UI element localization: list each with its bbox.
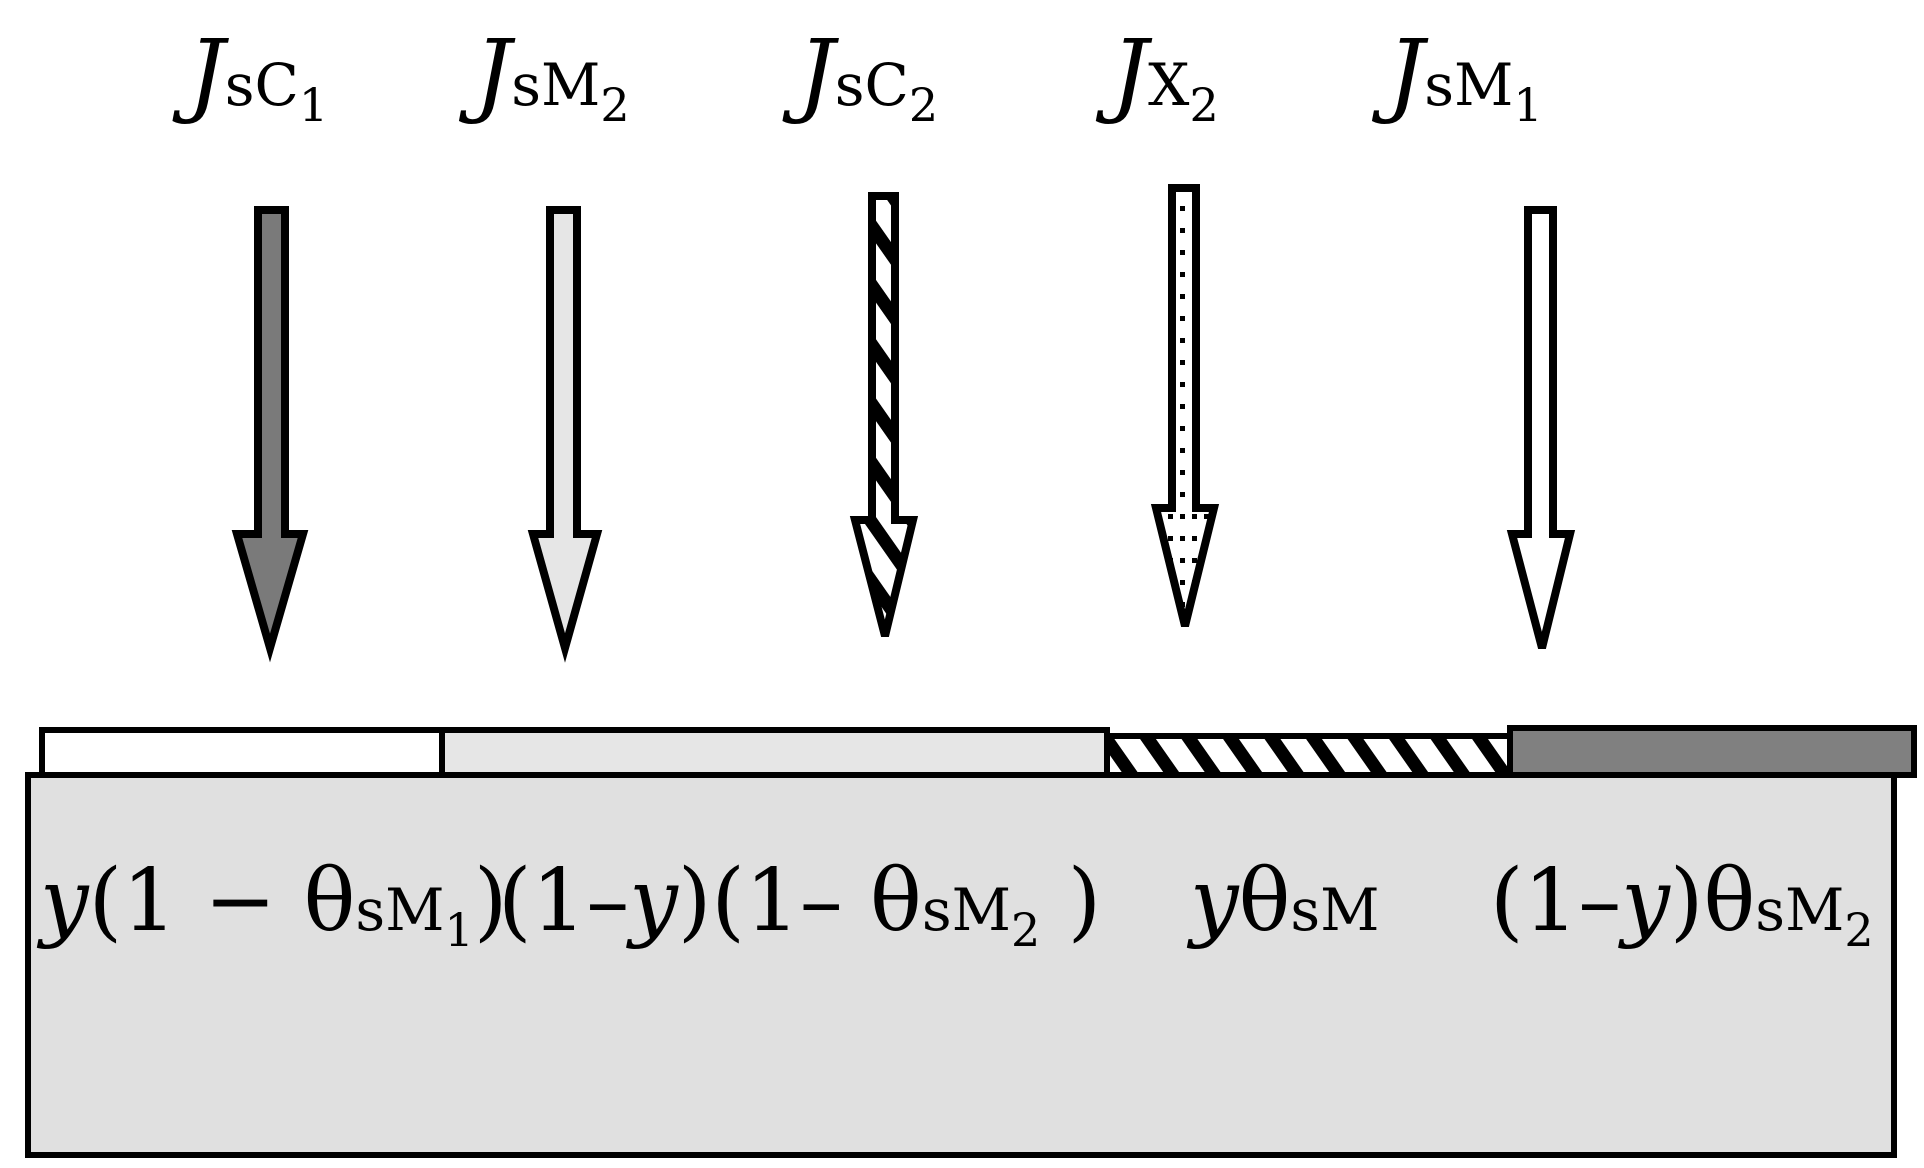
surface-segment-covered-m2 [1507,725,1917,778]
arrow-flux-x2 [1150,184,1220,627]
coverage-label-y-covered: yθsM [1190,851,1380,951]
flux-label-sm2: JsM2 [474,20,630,133]
arrow-flux-sm1 [1506,206,1576,650]
surface-segment-free-m1 [39,727,445,778]
surface-layer [39,725,1917,778]
arrow-flux-sc1 [231,206,309,663]
coverage-label-y-free-m1: y(1 − θsM1) [40,851,508,958]
flux-label-sc2: JsC2 [797,20,939,133]
surface-segment-free-m2 [439,727,1110,778]
arrow-flux-sc2 [849,192,919,638]
surface-segment-covered-hatched [1104,733,1513,778]
flux-arrows [231,184,1576,663]
substrate-block [25,772,1897,1158]
coverage-label-free-m2: (1–y)(1– θsM2 ) [498,851,1102,958]
flux-label-x2: JX2 [1111,20,1219,133]
flux-label-sc1: JsC1 [187,20,329,133]
flux-label-sm1: JsM1 [1387,20,1543,133]
arrow-flux-sm2 [527,206,603,663]
coverage-label-covered-m2: (1–y)θsM2 [1490,851,1874,958]
